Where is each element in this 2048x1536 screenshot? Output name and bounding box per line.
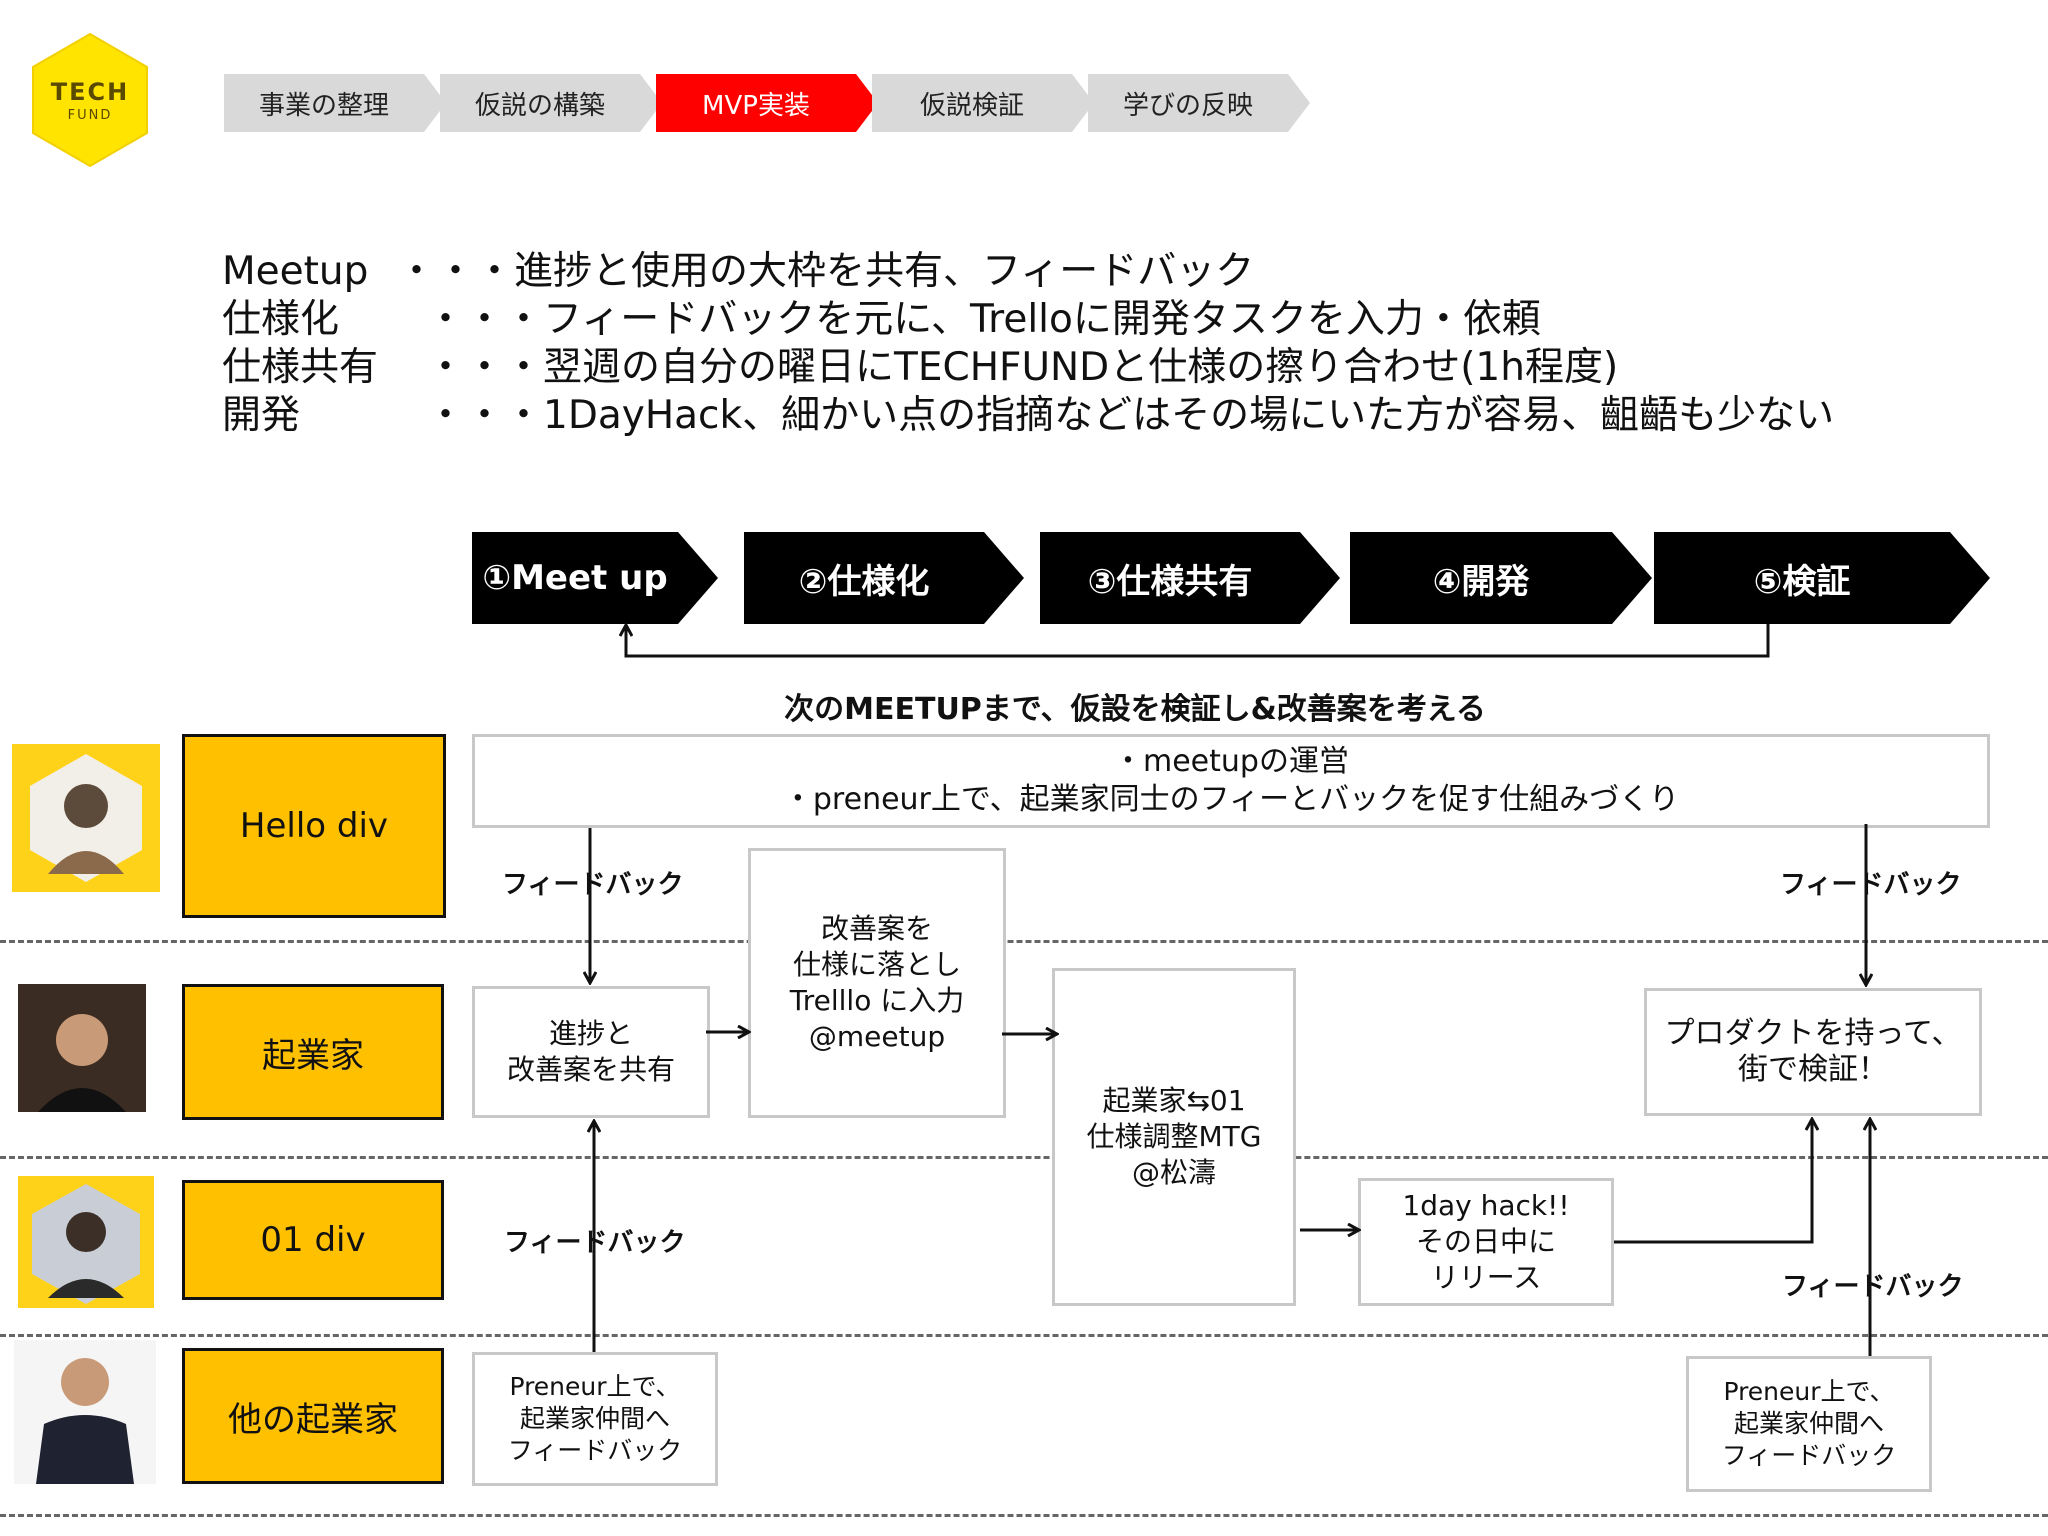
role-hello-div: Hello div: [182, 734, 446, 918]
role-other-entrepreneurs: 他の起業家: [182, 1348, 444, 1484]
description-row-spec-share: 仕様共有 ・・・翌週の自分の曜日にTECHFUNDと仕様の擦り合わせ(1h程度): [222, 344, 1618, 392]
role-01-div: 01 div: [182, 1180, 444, 1300]
step-meetup: ①Meet up: [472, 532, 718, 624]
avatar-entrepreneur: [18, 984, 146, 1112]
breadcrumb-step-4[interactable]: 仮説検証: [872, 74, 1094, 132]
lane-divider: [0, 1334, 2048, 1337]
lane-divider: [0, 1156, 2048, 1159]
description-row-meetup: Meetup ・・・進捗と使用の大枠を共有、フィードバック: [222, 248, 1254, 296]
description-label: 仕様化: [222, 297, 340, 342]
feedback-label: フィードバック: [1782, 1272, 1964, 1302]
description-label: 仕様共有: [222, 345, 379, 390]
description-text: ・・・翌週の自分の曜日にTECHFUNDと仕様の擦り合わせ(1h程度): [426, 345, 1619, 390]
box-spec-mtg: 起業家⇆01 仕様調整MTG @松濤: [1052, 968, 1296, 1306]
feedback-label: フィードバック: [502, 870, 684, 900]
breadcrumb-step-2[interactable]: 仮説の構築: [440, 74, 662, 132]
description-row-dev: 開発 ・・・1DayHack、細かい点の指摘などはその場にいた方が容易、齟齬も少な…: [222, 392, 1834, 440]
description-row-spec: 仕様化 ・・・フィードバックを元に、Trelloに開発タスクを入力・依頼: [222, 296, 1541, 344]
feedback-label: フィードバック: [1780, 870, 1962, 900]
box-1day-hack: 1day hack!! その日中に リリース: [1358, 1178, 1614, 1306]
step-spec-share: ③仕様共有: [1040, 532, 1340, 624]
breadcrumb-step-5[interactable]: 学びの反映: [1088, 74, 1310, 132]
techfund-logo: [32, 32, 148, 168]
box-preneur-feedback-left: Preneur上で、 起業家仲間へ フィードバック: [472, 1352, 718, 1486]
loop-caption: 次のMEETUPまで、仮設を検証し&改善案を考える: [784, 692, 1486, 727]
avatar-01-div: [18, 1176, 154, 1308]
box-hello-div-tasks: ・meetupの運営 ・preneur上で、起業家同士のフィーとバックを促す仕組…: [472, 734, 1990, 828]
box-share-progress: 進捗と 改善案を共有: [472, 986, 710, 1118]
description-text: ・・・1DayHack、細かい点の指摘などはその場にいた方が容易、齟齬も少ない: [426, 393, 1835, 438]
arrow-hack-to-verify: [1614, 1120, 1812, 1244]
description-text: ・・・進捗と使用の大枠を共有、フィードバック: [397, 249, 1255, 294]
avatar-hello-div: [12, 744, 160, 892]
step-development: ④開発: [1350, 532, 1652, 624]
step-spec: ②仕様化: [744, 532, 1024, 624]
logo-text-tech: TECH: [50, 78, 130, 106]
avatar-other-entrepreneurs: [14, 1340, 156, 1484]
loop-back-arrow: [626, 624, 1770, 658]
lane-divider: [0, 940, 2048, 943]
box-field-verify: プロダクトを持って、 街で検証！: [1644, 988, 1982, 1116]
description-text: ・・・フィードバックを元に、Trelloに開発タスクを入力・依頼: [426, 297, 1541, 342]
breadcrumb-step-3-active[interactable]: MVP実装: [656, 74, 878, 132]
box-preneur-feedback-right: Preneur上で、 起業家仲間へ フィードバック: [1686, 1356, 1932, 1492]
description-label: 開発: [222, 393, 301, 438]
logo-text-fund: FUND: [67, 108, 113, 123]
step-verify: ⑤検証: [1654, 532, 1990, 624]
lane-divider: [0, 1514, 2048, 1517]
description-label: Meetup: [222, 249, 369, 294]
role-entrepreneur: 起業家: [182, 984, 444, 1120]
breadcrumb-step-1[interactable]: 事業の整理: [224, 74, 446, 132]
box-spec-to-trello: 改善案を 仕様に落とし Trelllo に入力 @meetup: [748, 848, 1006, 1118]
